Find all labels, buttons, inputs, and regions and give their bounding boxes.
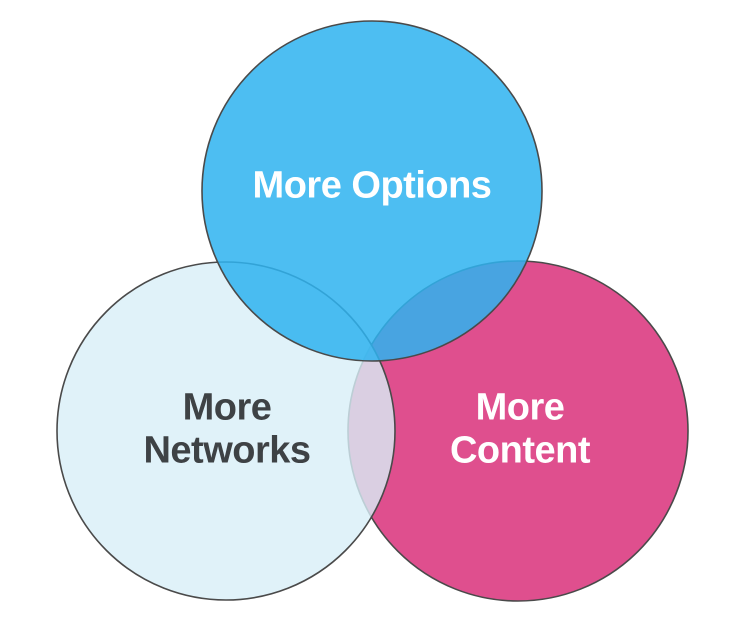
label-more-options: More Options	[253, 164, 492, 207]
label-more-networks-line1: More	[182, 386, 272, 429]
label-more-content: More Content	[449, 386, 591, 474]
label-more-options-text: More Options	[252, 164, 492, 207]
label-more-content-line2: Content	[449, 430, 591, 472]
label-more-content-line1: More	[475, 386, 565, 429]
label-more-networks-line2: Networks	[143, 430, 311, 472]
label-more-networks: More Networks	[143, 386, 311, 474]
venn-circle-more-options	[201, 20, 543, 362]
